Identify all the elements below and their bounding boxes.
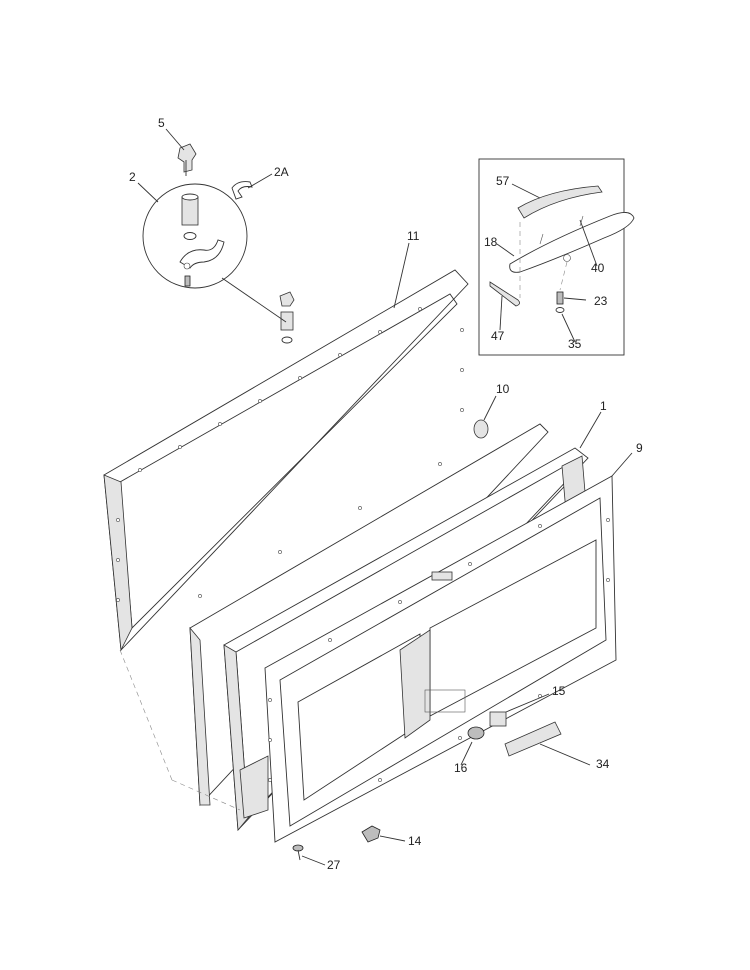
callout-23: 23 [594,294,608,308]
door-liner-part [264,475,617,843]
liner-screw-holes [268,518,610,782]
retainer-clip-part [231,181,253,200]
callout-10: 10 [496,382,510,396]
leader-lines [137,128,633,866]
screw-part [292,844,304,861]
callout-14: 14 [408,834,422,848]
lock-key-part [177,143,197,176]
callout-1: 1 [600,399,607,413]
callout-11: 11 [407,229,420,243]
light-cover-part [504,721,562,757]
hinge-bracket-part [361,825,381,843]
callout-2a: 2A [274,165,289,179]
door-gasket-frame-part [103,269,469,652]
handle-detail-box [478,158,635,356]
callout-40: 40 [591,261,605,275]
callout-labels: 5 2 2A 11 57 18 40 23 47 35 10 1 9 15 16… [129,116,643,872]
callout-16: 16 [454,761,468,775]
light-socket-part [467,726,485,740]
callout-47: 47 [491,329,505,343]
frame-screw-holes [116,307,464,602]
callout-9: 9 [636,441,643,455]
hinge-cap-part [473,419,489,439]
callout-34: 34 [596,757,610,771]
callout-2: 2 [129,170,136,184]
lock-detail-circle [142,183,248,289]
callout-18: 18 [484,235,498,249]
callout-5: 5 [158,116,165,130]
callout-27: 27 [327,858,341,872]
callout-15: 15 [552,684,566,698]
callout-57: 57 [496,174,510,188]
callout-35: 35 [568,337,582,351]
light-switch-part [489,711,507,727]
